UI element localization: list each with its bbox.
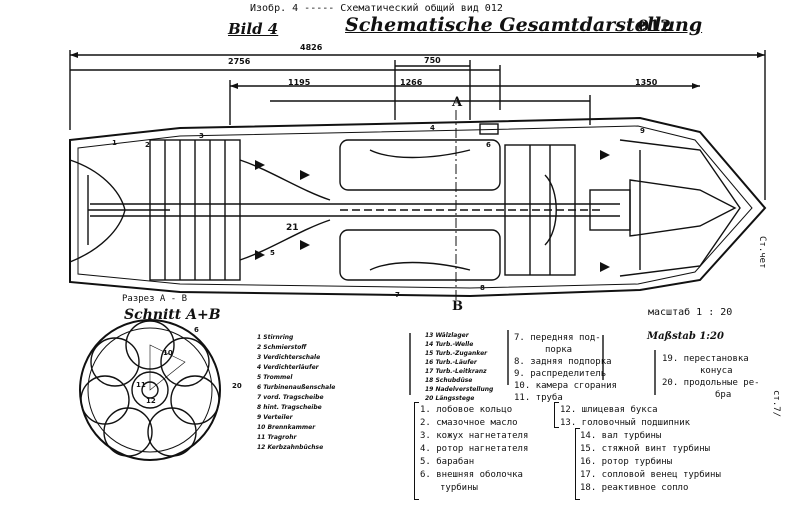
section-callout-6: 6 xyxy=(194,326,199,334)
section-callout-11: 11 xyxy=(136,381,146,389)
legend-ru-item: 15. стяжной винт турбины xyxy=(580,444,711,454)
scale-german: Maßstab 1:20 xyxy=(647,331,724,342)
legend-de-item: 9 Verteiler xyxy=(257,414,293,421)
legend-de-item: 17 Turb.-Leitkranz xyxy=(425,368,487,375)
dim-1266: 1266 xyxy=(400,78,423,87)
dim-1195: 1195 xyxy=(288,78,311,87)
legend-ru-item: 11. труба xyxy=(514,393,563,403)
engine-outer-contour xyxy=(69,116,767,298)
dimension-arrows xyxy=(70,52,765,89)
legend-ru-item: 14. вал турбины xyxy=(580,431,662,441)
legend-ru-item: 6. внешняя оболочка xyxy=(420,470,523,480)
callout-number: 3 xyxy=(199,132,204,140)
legend-de-item: 4 Verdichterläufer xyxy=(257,364,319,371)
callout-number: 4 xyxy=(430,124,435,132)
side-text-top: Ст.чет xyxy=(757,236,767,269)
legend-de-item: 8 hint. Tragscheibe xyxy=(257,404,322,411)
combustion-chambers xyxy=(339,123,501,281)
section-callout-12: 12 xyxy=(146,397,156,405)
legend-ru-item: 12. шлицевая букса xyxy=(560,405,658,415)
section-label-russian: Разрез А - В xyxy=(122,294,188,304)
legend-bracket-left xyxy=(414,402,419,500)
legend-ru-item: 10. камера сгорания xyxy=(514,381,617,391)
cross-section-view xyxy=(79,319,221,461)
legend-de-item: 12 Kerbzahnbüchse xyxy=(257,444,324,451)
dim-1350: 1350 xyxy=(635,78,658,87)
legend-ru-item: конуса xyxy=(700,366,733,376)
legend-de-item: 2 Schmierstoff xyxy=(257,344,307,351)
legend-ru-item: 20. продольные ре- xyxy=(662,378,760,388)
legend-de-item: 1 Stirnring xyxy=(257,334,294,341)
callout-number: 9 xyxy=(640,127,645,135)
legend-bracket-right xyxy=(575,428,580,500)
legend-ru-item: 16. ротор турбины xyxy=(580,457,673,467)
legend-ru-item: 2. смазочное масло xyxy=(420,418,518,428)
compressor-drum xyxy=(149,139,331,281)
legend-de-item: 14 Turb.-Welle xyxy=(425,341,474,348)
section-callout-10: 10 xyxy=(163,349,173,357)
legend-de-item: 18 Schubdüse xyxy=(425,377,473,384)
legend-dividers xyxy=(409,330,656,395)
russian-caption: Изобр. 4 ----- Схематический общий вид 0… xyxy=(250,3,503,14)
legend-ru-item: 18. реактивное сопло xyxy=(580,483,689,493)
exhaust-cone xyxy=(619,139,741,277)
callout-number: 5 xyxy=(270,249,275,257)
intake-nose xyxy=(69,159,170,263)
page-title: Schematische Gesamtdarstellung xyxy=(345,14,703,36)
callout-number: 8 xyxy=(480,284,485,292)
legend-de-item: 20 Längsstege xyxy=(425,395,475,402)
section-mark-a: A xyxy=(452,95,463,110)
drawing-number: 012 xyxy=(638,16,672,35)
dimension-lines xyxy=(69,50,766,200)
section-label: Schnitt A+B xyxy=(124,307,221,323)
legend-ru-item: 8. задняя подпорка xyxy=(514,357,612,367)
legend-de-item: 10 Brennkammer xyxy=(257,424,316,431)
dim-750: 750 xyxy=(424,56,441,65)
callout-number: 6 xyxy=(486,141,491,149)
legend-ru-item: бра xyxy=(715,390,732,400)
legend-ru-item: 7. передняя под- xyxy=(514,333,601,343)
section-callout-20: 20 xyxy=(232,382,242,390)
legend-de-item: 11 Tragrohr xyxy=(257,434,297,441)
side-text-bottom: ст.7/ xyxy=(771,390,781,418)
legend-de-item: 6 Turbinenaußenschale xyxy=(257,384,336,391)
legend-bracket-mid xyxy=(554,402,559,428)
callout-number: 2 xyxy=(145,141,150,149)
legend-de-item: 5 Trommel xyxy=(257,374,293,381)
bild-label: Bild 4 xyxy=(228,20,279,38)
legend-de-item: 15 Turb.-Zuganker xyxy=(425,350,488,357)
legend-de-item: 7 vord. Tragscheibe xyxy=(257,394,324,401)
dim-total: 4826 xyxy=(300,43,323,52)
callout-number: 7 xyxy=(395,291,400,299)
scale-russian: масштаб 1 : 20 xyxy=(648,307,733,318)
flow-arrows xyxy=(255,150,610,272)
legend-de-item: 16 Turb.-Läufer xyxy=(425,359,477,366)
legend-ru-item: 1. лобовое кольцо xyxy=(420,405,513,415)
legend-ru-item: 17. сопловой венец турбины xyxy=(580,470,721,480)
legend-ru-item: турбины xyxy=(440,483,478,493)
legend-ru-item: 19. перестановка xyxy=(662,354,749,364)
legend-ru-item: 13. головочный подшипник xyxy=(560,418,691,428)
legend-ru-item: 3. кожух нагнетателя xyxy=(420,431,529,441)
legend-de-item: 3 Verdichterschale xyxy=(257,354,321,361)
legend-ru-item: 9. распределитель xyxy=(514,369,607,379)
callout-number: 1 xyxy=(112,139,117,147)
legend-de-item: 19 Nadelverstellung xyxy=(425,386,494,393)
legend-ru-item: 5. барабан xyxy=(420,457,475,467)
legend-ru-item: 4. ротор нагнетателя xyxy=(420,444,529,454)
section-mark-b: B xyxy=(452,299,463,314)
legend-de-item: 13 Wälzlager xyxy=(425,332,469,339)
part-number-21: 21 xyxy=(286,223,299,233)
legend-ru-item: порка xyxy=(545,345,573,355)
dim-2756: 2756 xyxy=(228,57,251,66)
